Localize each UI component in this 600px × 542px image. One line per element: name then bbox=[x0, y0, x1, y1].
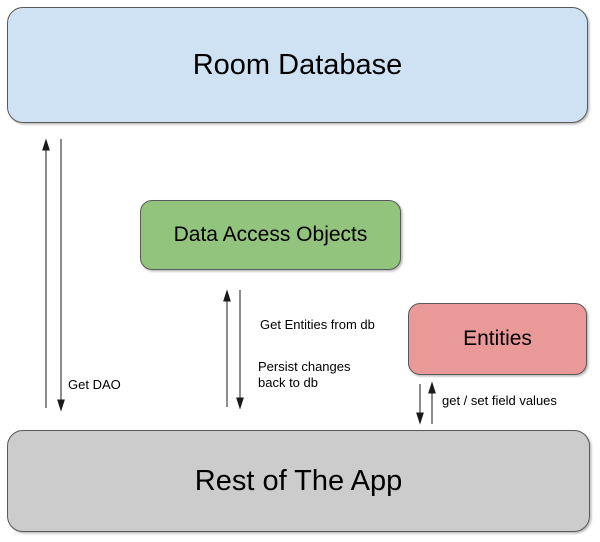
arrow-rest-to-room-up bbox=[42, 138, 50, 408]
arrow-room-to-rest-down bbox=[57, 139, 65, 412]
arrow-rest-to-dao-up bbox=[223, 289, 231, 407]
box-rest-of-the-app-label: Rest of The App bbox=[194, 464, 403, 497]
arrow-label-get-entities-from-db: Get Entities from db bbox=[260, 317, 375, 332]
box-data-access-objects-label: Data Access Objects bbox=[173, 223, 368, 246]
box-data-access-objects: Data Access Objects bbox=[140, 200, 401, 270]
arrow-dao-to-rest-down bbox=[236, 290, 244, 410]
arrow-entities-to-rest-down bbox=[416, 384, 424, 425]
arrow-label-persist-changes: Persist changes back to db bbox=[258, 359, 351, 390]
box-room-database-label: Room Database bbox=[192, 48, 403, 81]
arrow-label-get-set-field-values: get / set field values bbox=[442, 393, 557, 408]
box-entities: Entities bbox=[408, 303, 587, 375]
box-room-database: Room Database bbox=[7, 7, 588, 123]
box-entities-label: Entities bbox=[463, 327, 532, 350]
arrow-rest-to-entities-up bbox=[428, 381, 436, 424]
box-rest-of-the-app: Rest of The App bbox=[7, 430, 590, 532]
arrow-label-get-dao: Get DAO bbox=[68, 377, 121, 392]
